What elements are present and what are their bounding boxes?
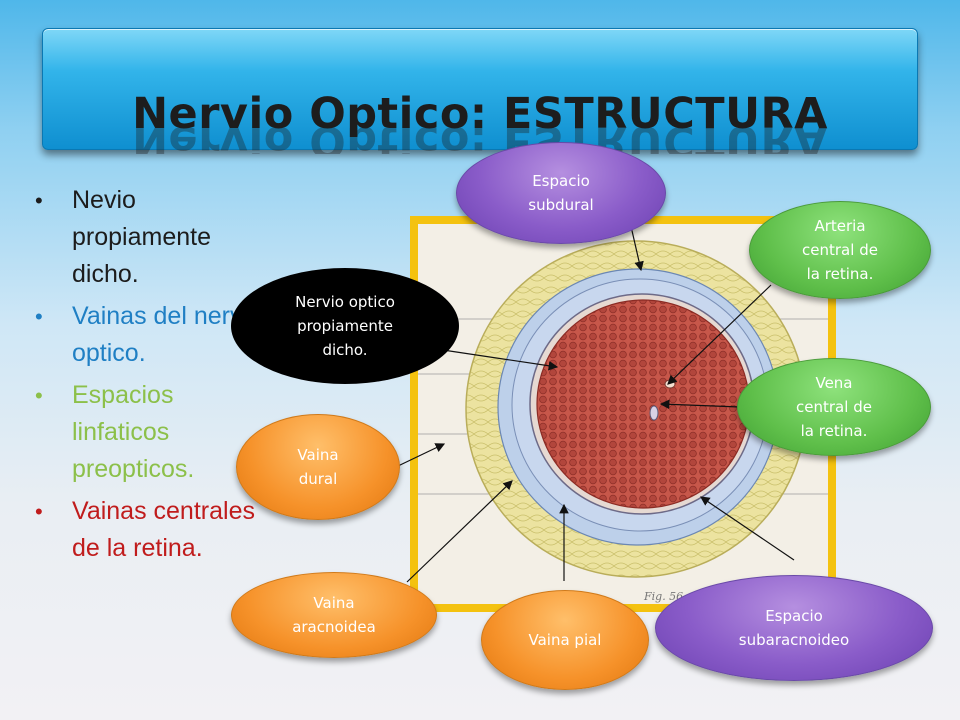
label-vaina-dural: Vaina dural xyxy=(236,414,400,520)
label-arteria-line3: la retina. xyxy=(806,265,874,283)
slide-title: Nervio Optico: ESTRUCTURA xyxy=(132,89,828,139)
label-espacio-subdural-line1: Espacio xyxy=(532,172,590,190)
label-espacio-subdural: Espacio subdural xyxy=(456,142,666,244)
figure-number: Fig. 56 xyxy=(644,590,684,603)
label-nervio-line3: dicho. xyxy=(322,341,368,359)
label-vena-line3: la retina. xyxy=(800,422,868,440)
bullet-vainas-centrales: Vainas centrales de la retina. xyxy=(32,493,262,567)
label-vaina-pial: Vaina pial xyxy=(481,590,649,690)
label-arteria-central: Arteria central de la retina. xyxy=(749,201,931,299)
label-vena-line2: central de xyxy=(796,398,872,416)
label-nervio-optico: Nervio optico propiamente dicho. xyxy=(231,268,459,384)
label-vaina-aracnoidea: Vaina aracnoidea xyxy=(231,572,437,658)
title-banner: Nervio Optico: ESTRUCTURA Nervio Optico:… xyxy=(42,28,918,154)
bullet-vainas-nervio: Vainas del nervio optico. xyxy=(32,298,262,372)
label-vaina-aracnoidea-line1: Vaina xyxy=(313,594,355,612)
label-nervio-line1: Nervio optico xyxy=(295,293,395,311)
label-arteria-line2: central de xyxy=(802,241,878,259)
label-arteria-line1: Arteria xyxy=(814,217,866,235)
label-espacio-subaracnoideo: Espacio subaracnoideo xyxy=(655,575,933,681)
bullet-list: Nevio propiamente dicho. Vainas del nerv… xyxy=(32,182,262,572)
label-vena-line1: Vena xyxy=(815,374,853,392)
label-vaina-dural-line2: dural xyxy=(298,470,338,488)
slide-title-reflection: Nervio Optico: ESTRUCTURA xyxy=(132,128,828,154)
label-vaina-pial-line1: Vaina pial xyxy=(528,631,602,649)
label-subaracnoideo-line2: subaracnoideo xyxy=(738,631,850,649)
label-vaina-dural-line1: Vaina xyxy=(297,446,339,464)
label-espacio-subdural-line2: subdural xyxy=(528,196,594,214)
bullet-espacios-linfaticos: Espacios linfaticos preopticos. xyxy=(32,377,262,488)
label-vaina-aracnoidea-line2: aracnoidea xyxy=(292,618,376,636)
bullet-nervio-propiamente: Nevio propiamente dicho. xyxy=(32,182,262,293)
label-vena-central: Vena central de la retina. xyxy=(737,358,931,456)
label-subaracnoideo-line1: Espacio xyxy=(765,607,823,625)
label-nervio-line2: propiamente xyxy=(297,317,393,335)
